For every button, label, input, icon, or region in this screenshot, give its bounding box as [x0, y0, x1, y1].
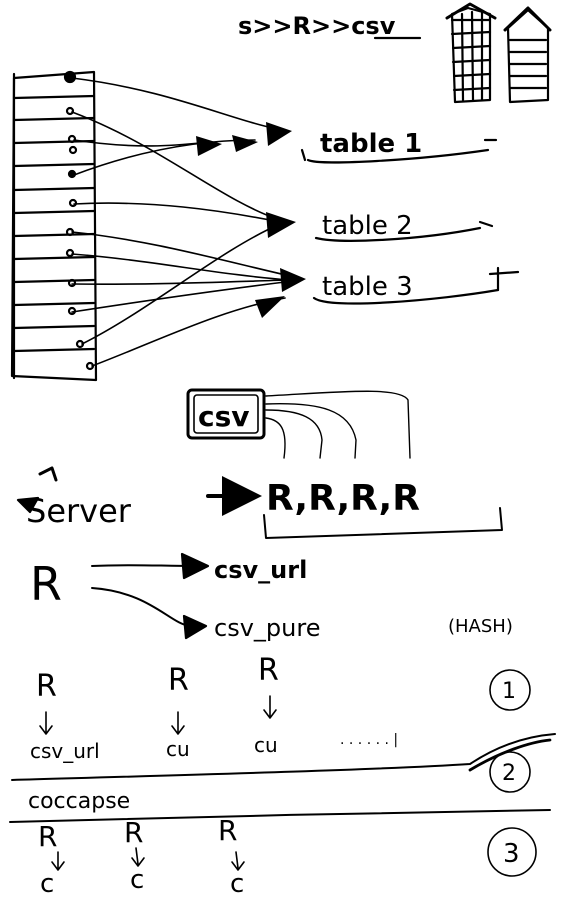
csv-box-label: csv	[198, 400, 250, 433]
s1-r-1: R	[36, 669, 57, 704]
title: s>>R>>csv	[238, 12, 396, 40]
database-stack-icon	[445, 2, 497, 104]
r-group: R,R,R,R	[266, 478, 420, 519]
s3-c-1: c	[40, 869, 54, 899]
storage-stack-icon	[503, 6, 552, 104]
s1-number-circle	[489, 669, 531, 711]
s1-cu-1: cu	[166, 737, 190, 761]
csv-pure-label: csv_pure	[214, 614, 320, 642]
table-3-label: table 3	[322, 272, 413, 302]
s3-number-circle	[487, 827, 537, 877]
s1-cu-2: cu	[254, 733, 278, 757]
server-icon	[16, 466, 58, 514]
s2-number-circle	[489, 751, 531, 793]
table-1-label: table 1	[320, 129, 422, 159]
source-list	[10, 70, 98, 382]
s1-more: . . . . . . |	[340, 732, 398, 748]
s1-r-3: R	[258, 653, 279, 688]
r-main-label: R	[30, 557, 62, 611]
s1-number: 1	[502, 679, 516, 704]
server-label: Server	[26, 492, 132, 530]
s2-number: 2	[502, 761, 516, 786]
arrowheads	[196, 122, 306, 318]
s3-c-3: c	[230, 869, 244, 899]
csv-url-label: csv_url	[214, 556, 307, 584]
csv-fanout-lines	[265, 390, 411, 459]
collapse-label: coccapse	[28, 789, 130, 814]
s1-csv-url: csv_url	[30, 739, 100, 763]
s3-r-1: R	[38, 820, 57, 853]
hash-note: (HASH)	[448, 616, 513, 637]
csv-box	[186, 388, 266, 440]
s3-r-2: R	[124, 816, 143, 849]
s3-r-3: R	[218, 814, 237, 847]
s1-r-2: R	[168, 663, 189, 698]
table-2-label: table 2	[322, 211, 413, 241]
mapping-arrows	[71, 77, 291, 367]
s3-c-2: c	[130, 865, 144, 895]
s3-number: 3	[503, 839, 520, 869]
